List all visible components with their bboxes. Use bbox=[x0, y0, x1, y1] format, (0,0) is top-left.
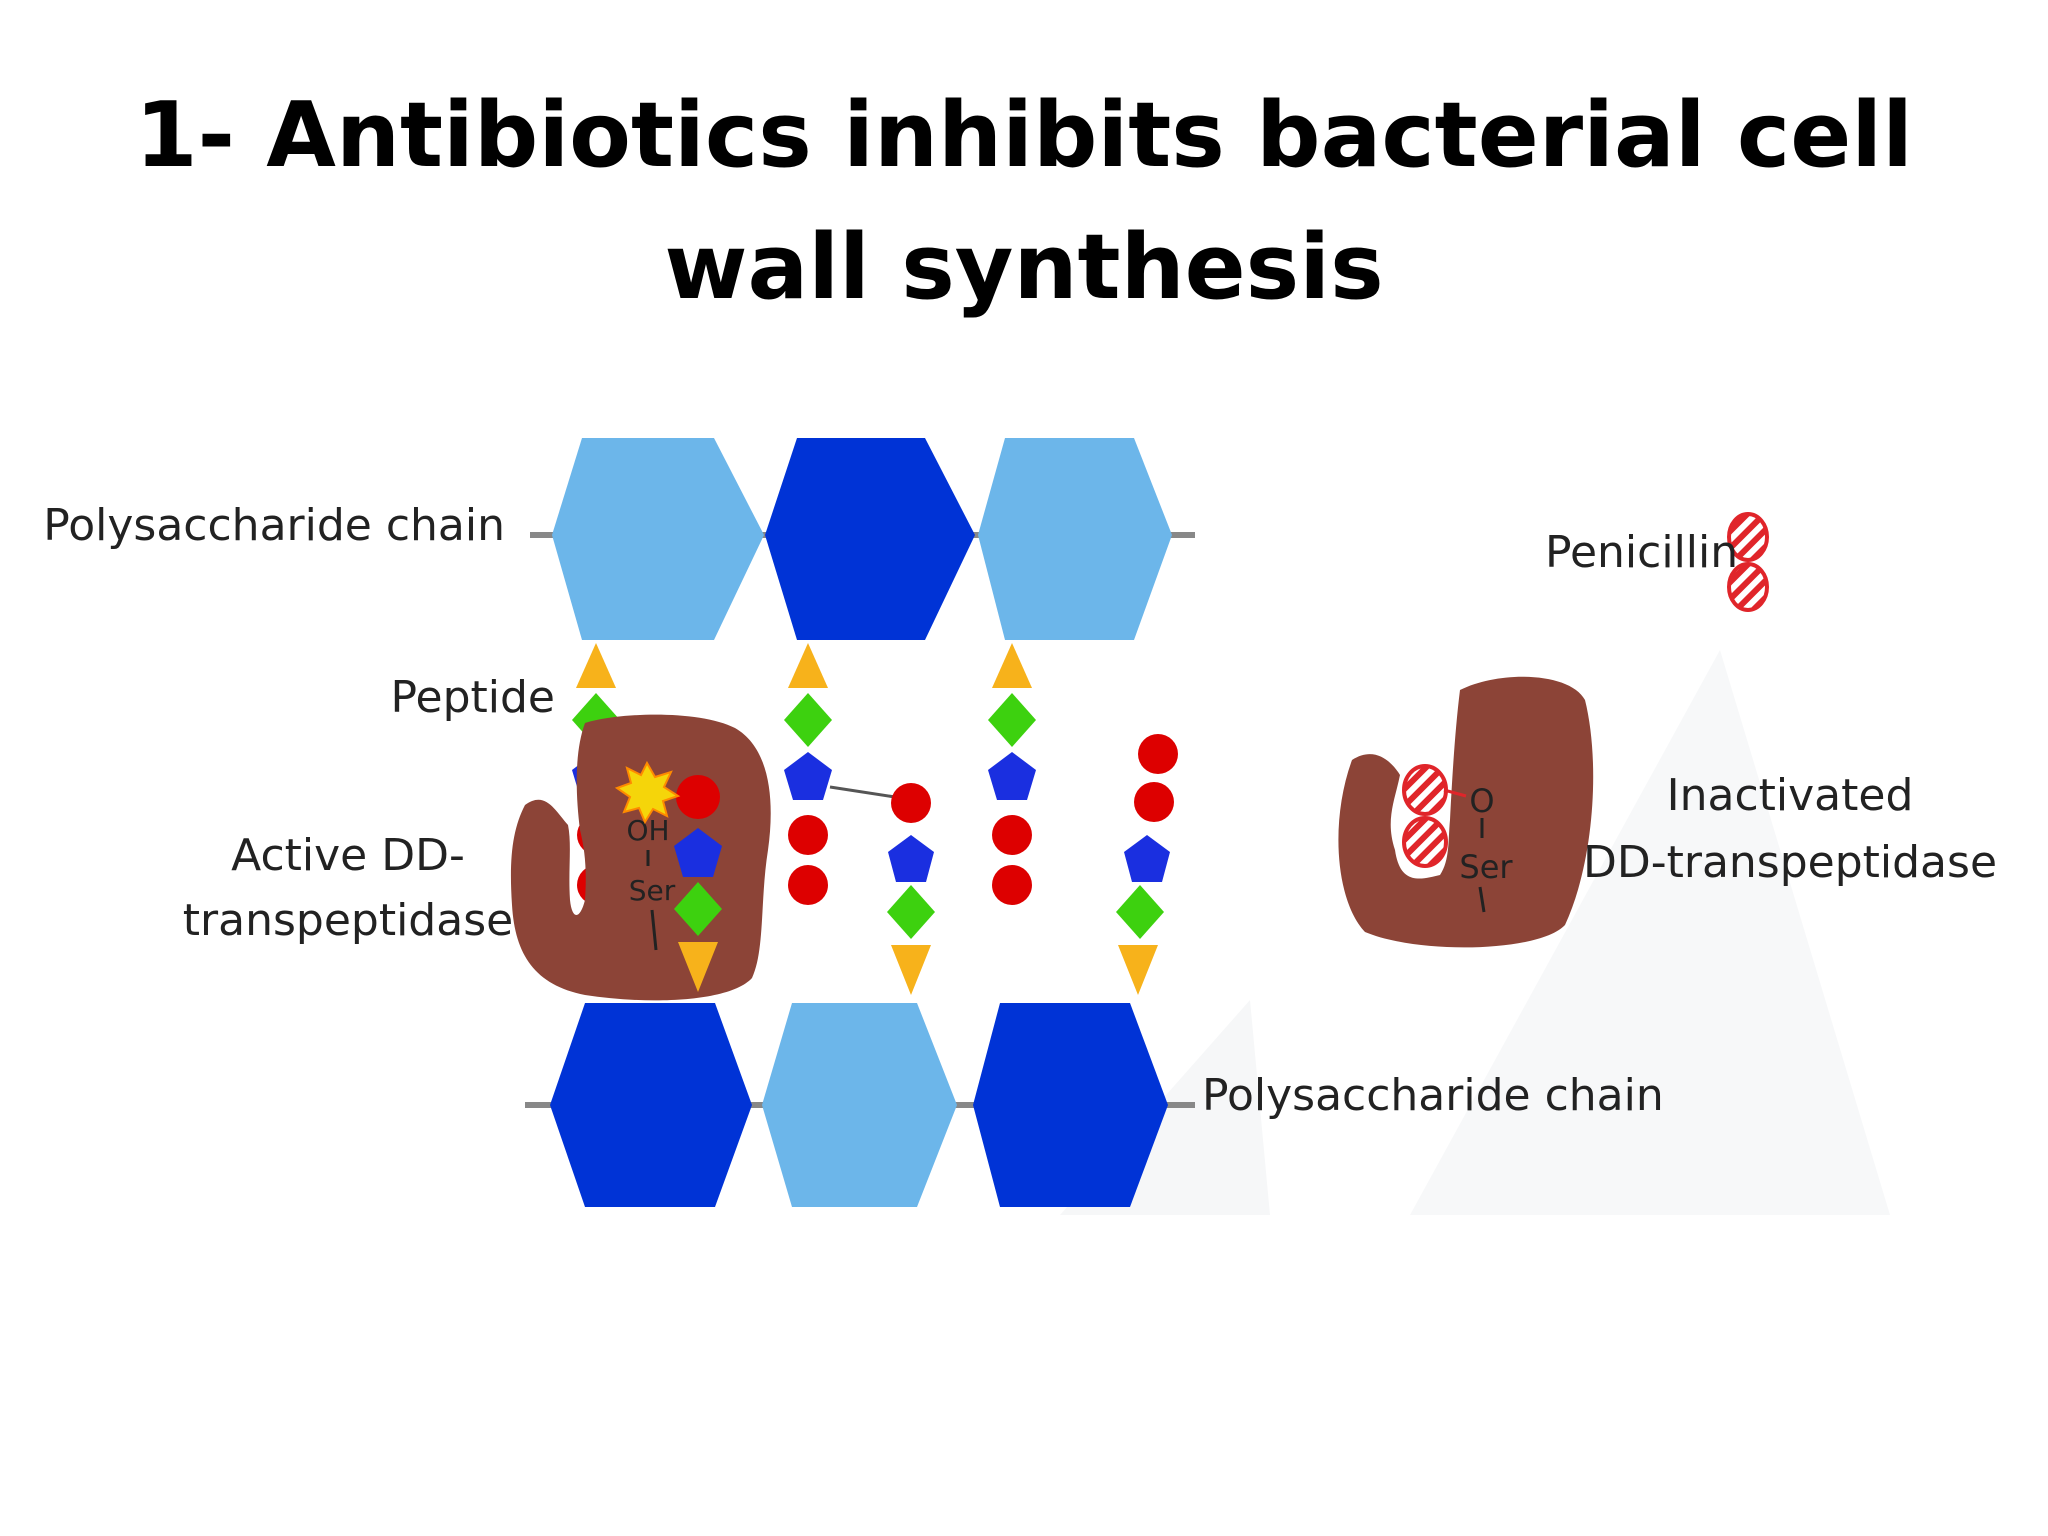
top-hexagon-light bbox=[552, 438, 764, 640]
active-enzyme-label-line-1: Active DD- bbox=[231, 830, 465, 881]
oh-label: OH bbox=[626, 814, 669, 847]
ser-label: Ser bbox=[629, 874, 676, 907]
bottom-chain-label: Polysaccharide chain bbox=[1202, 1070, 1664, 1121]
top-peptide-stem-3 bbox=[988, 643, 1036, 905]
bottom-hexagon-dark bbox=[550, 1003, 752, 1207]
active-enzyme-label-line-2: transpeptidase bbox=[183, 895, 513, 946]
title-line-2: wall synthesis bbox=[664, 215, 1384, 320]
top-chain-label: Polysaccharide chain bbox=[43, 500, 505, 551]
peptide-cross-link bbox=[829, 785, 896, 799]
penicillin-icon bbox=[1727, 512, 1769, 612]
inactive-site-serine: O Ser bbox=[1459, 782, 1513, 913]
o-label: O bbox=[1469, 782, 1494, 820]
title-line-1: 1- Antibiotics inhibits bacterial cell bbox=[135, 83, 1913, 188]
penicillin-label: Penicillin bbox=[1545, 527, 1738, 578]
page-title: 1- Antibiotics inhibits bacterial cell w… bbox=[80, 70, 1968, 334]
bound-penicillin-icon bbox=[1402, 764, 1467, 868]
active-enzyme bbox=[510, 714, 771, 1001]
reaction-burst-icon bbox=[614, 760, 681, 825]
peptide-label: Peptide bbox=[391, 672, 555, 723]
top-hexagon-light bbox=[978, 438, 1172, 640]
bottom-hexagon-light bbox=[762, 1003, 957, 1207]
top-hexagon-dark bbox=[765, 438, 975, 640]
ser-label: Ser bbox=[1459, 848, 1513, 886]
bottom-hexagon-dark bbox=[973, 1003, 1168, 1207]
top-peptide-stem-2 bbox=[784, 643, 832, 905]
bottom-peptide-stem-3 bbox=[1116, 734, 1178, 995]
background-shape bbox=[1410, 650, 1890, 1215]
inactivated-enzyme-label-line-2: DD-transpeptidase bbox=[1583, 837, 1997, 888]
bottom-peptide-stem-1 bbox=[674, 775, 722, 992]
active-site-serine: OH Ser bbox=[626, 814, 676, 951]
bottom-peptide-stem-2 bbox=[887, 783, 935, 995]
inactivated-enzyme-label-line-1: Inactivated bbox=[1667, 770, 1914, 821]
inactivated-enzyme bbox=[1338, 676, 1594, 948]
